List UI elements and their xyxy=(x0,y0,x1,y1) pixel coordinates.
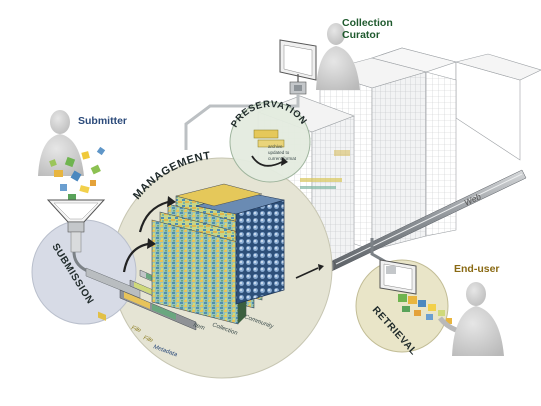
refresh-arrow-head xyxy=(281,157,288,166)
retrieval-cable xyxy=(370,238,387,264)
preservation-note-line2: updated to xyxy=(268,150,290,155)
collection-curator: Collection Curator xyxy=(184,17,393,150)
management-arrows xyxy=(122,196,324,279)
file-label-1: File xyxy=(130,325,142,334)
end-user-figure xyxy=(438,282,504,356)
end-user-monitor xyxy=(379,259,417,295)
arrow-to-stack-lower xyxy=(122,242,149,273)
submitter: Submitter xyxy=(38,110,127,274)
curator-monitor xyxy=(279,39,317,82)
file-label-2: File xyxy=(142,335,154,344)
refresh-arrow xyxy=(251,155,283,167)
preservation-stage: PRESERVATION archive updated to current … xyxy=(229,99,311,183)
archive-blocks xyxy=(253,129,285,148)
arrow-to-racks xyxy=(295,267,319,279)
item-label: Item xyxy=(192,322,205,332)
preservation-note-line1: archive xyxy=(268,144,283,149)
arrow-head-lower xyxy=(147,238,156,249)
curator-cable xyxy=(184,94,300,150)
submission-pipe xyxy=(85,267,141,321)
preservation-note-line3: current format xyxy=(268,156,297,161)
curator-figure xyxy=(316,23,360,90)
retrieved-objects xyxy=(398,294,452,324)
curator-label-line2: Curator xyxy=(342,29,380,41)
management-stack xyxy=(151,183,285,325)
end-user-label: End-user xyxy=(454,263,500,275)
arrow-head-racks xyxy=(318,264,324,271)
arrow-head-upper xyxy=(167,196,176,207)
submitter-label: Submitter xyxy=(78,115,127,127)
submission-stage: SUBMISSION xyxy=(31,219,137,325)
curator-connector-box xyxy=(289,81,307,95)
retrieval-stage: RETRIEVAL End-user xyxy=(355,238,504,358)
submitted-objects xyxy=(49,146,106,200)
arrow-to-stack-upper xyxy=(138,200,169,233)
curator-label-line1: Collection xyxy=(342,17,393,29)
submission-circle xyxy=(31,219,137,325)
